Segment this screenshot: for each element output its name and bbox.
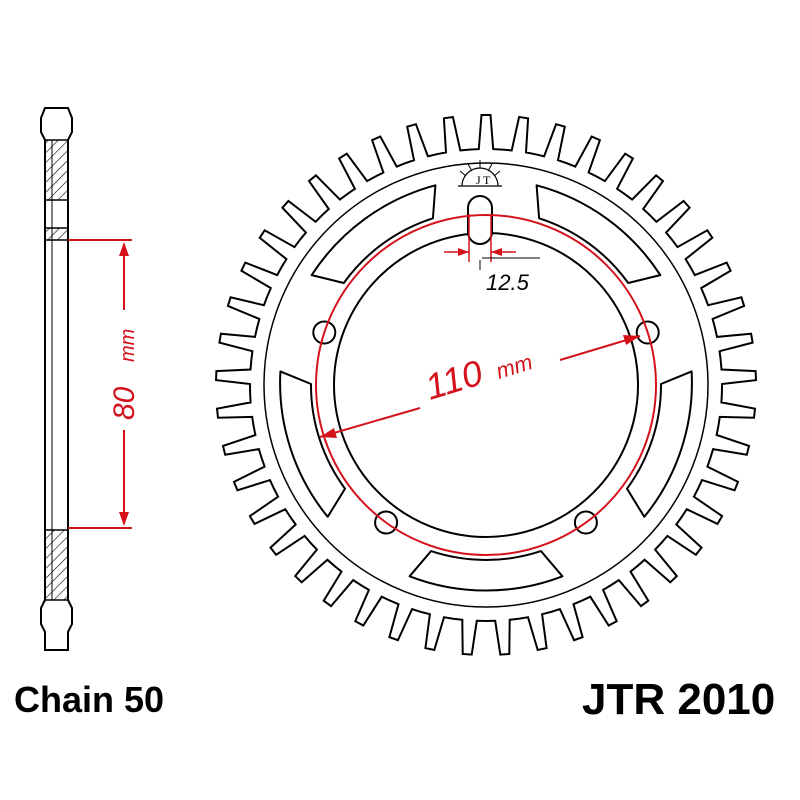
- sprocket-bolt-holes: [312, 320, 660, 535]
- dim-80-value: 80: [108, 386, 141, 420]
- dim-12-5-value: 12.5: [486, 270, 530, 295]
- dimension-80: 80 mm: [68, 239, 141, 529]
- sprocket-cutout: [535, 184, 662, 284]
- chain-label: Chain 50: [14, 679, 164, 720]
- sprocket: [214, 114, 758, 656]
- side-hatch-bottom: [44, 529, 69, 601]
- sprocket-cutout: [626, 370, 693, 518]
- svg-text:J: J: [476, 173, 481, 187]
- sprocket-cutout: [279, 370, 346, 518]
- side-hatch-top-small: [44, 227, 69, 241]
- sun-logo-icon: J T: [458, 160, 502, 187]
- part-number-label: JTR 2010: [582, 675, 775, 724]
- pcd-circle: [315, 214, 657, 556]
- dimension-12-5: 12.5: [444, 214, 540, 295]
- dim-80-unit: mm: [117, 329, 139, 362]
- sprocket-cutout: [310, 184, 437, 284]
- side-profile: [40, 107, 73, 651]
- sprocket-root-circle: [263, 162, 709, 608]
- svg-text:T: T: [483, 173, 491, 187]
- sprocket-cutouts: [279, 184, 693, 592]
- sprocket-cutout: [408, 550, 564, 592]
- top-slot-hole: [467, 195, 493, 245]
- side-hatch-top: [44, 139, 69, 201]
